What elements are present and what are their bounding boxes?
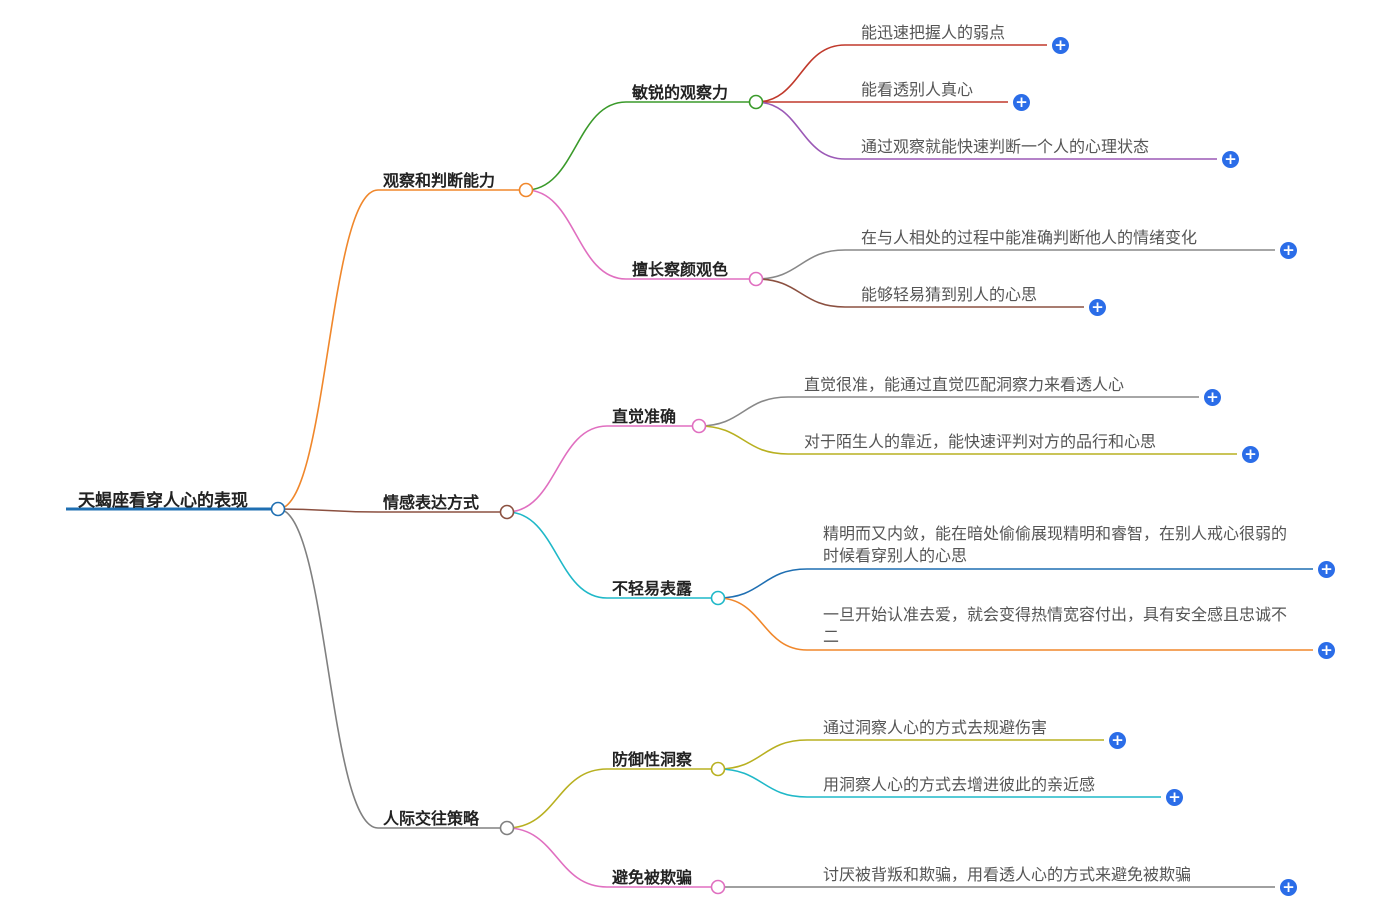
leaf-connector — [698, 396, 789, 427]
subtopic: 擅长察颜观色 — [632, 260, 729, 279]
leaf-connector — [717, 568, 808, 599]
branch-connector — [277, 508, 379, 829]
subtopic-node — [710, 590, 726, 606]
branch-node — [518, 182, 534, 198]
expand-button[interactable]: + — [1222, 151, 1239, 168]
subtopic-node — [691, 418, 707, 434]
leaf-topic: 通过观察就能快速判断一个人的心理状态 — [861, 137, 1150, 156]
subtopic-connector — [525, 189, 627, 280]
branch-connector — [277, 189, 379, 510]
root-node — [270, 501, 286, 517]
branch-node — [499, 820, 515, 836]
subtopic-connector — [506, 425, 608, 513]
root-topic: 天蝎座看穿人心的表现 — [78, 491, 248, 511]
leaf-topic: 直觉很准，能通过直觉匹配洞察力来看透人心 — [804, 375, 1125, 394]
subtopic-node — [748, 94, 764, 110]
branch-topic: 情感表达方式 — [383, 493, 480, 512]
expand-button[interactable]: + — [1242, 446, 1259, 463]
leaf-topic: 能看透别人真心 — [861, 80, 974, 99]
leaf-topic: 通过洞察人心的方式去规避伤害 — [823, 718, 1048, 737]
subtopic: 直觉准确 — [612, 407, 677, 426]
leaf-connector — [755, 101, 846, 160]
expand-button[interactable]: + — [1204, 389, 1221, 406]
subtopic-connector — [506, 768, 608, 829]
leaf-topic: 能迅速把握人的弱点 — [861, 23, 1006, 42]
branch-topic: 观察和判断能力 — [383, 171, 496, 190]
leaf-topic: 一旦开始认准去爱，就会变得热情宽容付出，具有安全感且忠诚不二 — [823, 605, 1288, 646]
subtopic: 不轻易表露 — [612, 579, 693, 598]
leaf-topic: 讨厌被背叛和欺骗，用看透人心的方式来避免被欺骗 — [823, 865, 1192, 884]
leaf-connector — [717, 597, 808, 651]
leaf-connector — [755, 249, 846, 280]
expand-button[interactable]: + — [1052, 37, 1069, 54]
leaf-topic: 能够轻易猜到别人的心思 — [861, 285, 1038, 304]
leaf-topic: 在与人相处的过程中能准确判断他人的情绪变化 — [861, 228, 1198, 247]
expand-button[interactable]: + — [1280, 879, 1297, 896]
leaf-connector — [755, 44, 846, 103]
expand-button[interactable]: + — [1013, 94, 1030, 111]
expand-button[interactable]: + — [1280, 242, 1297, 259]
leaf-connector — [755, 278, 846, 308]
subtopic: 防御性洞察 — [612, 750, 693, 769]
subtopic-node — [710, 761, 726, 777]
subtopic-node — [710, 879, 726, 895]
leaf-topic: 用洞察人心的方式去增进彼此的亲近感 — [823, 775, 1096, 794]
leaf-topic: 精明而又内敛，能在暗处偷偷展现精明和睿智，在别人戒心很弱的时候看穿别人的心思 — [823, 524, 1288, 565]
subtopic-node — [748, 271, 764, 287]
subtopic: 避免被欺骗 — [612, 868, 693, 887]
expand-button[interactable]: + — [1318, 642, 1335, 659]
leaf-topic: 对于陌生人的靠近，能快速评判对方的品行和心思 — [804, 432, 1157, 451]
expand-button[interactable]: + — [1318, 561, 1335, 578]
leaf-connector — [698, 425, 789, 455]
expand-button[interactable]: + — [1166, 789, 1183, 806]
subtopic-connector — [525, 101, 627, 191]
subtopic: 敏锐的观察力 — [632, 83, 729, 102]
expand-button[interactable]: + — [1089, 299, 1106, 316]
subtopic-connector — [506, 827, 608, 888]
leaf-connector — [717, 739, 808, 770]
expand-button[interactable]: + — [1109, 732, 1126, 749]
branch-connector — [277, 508, 379, 513]
subtopic-connector — [506, 511, 608, 599]
branch-node — [499, 504, 515, 520]
branch-topic: 人际交往策略 — [383, 809, 480, 828]
leaf-connector — [717, 768, 808, 798]
